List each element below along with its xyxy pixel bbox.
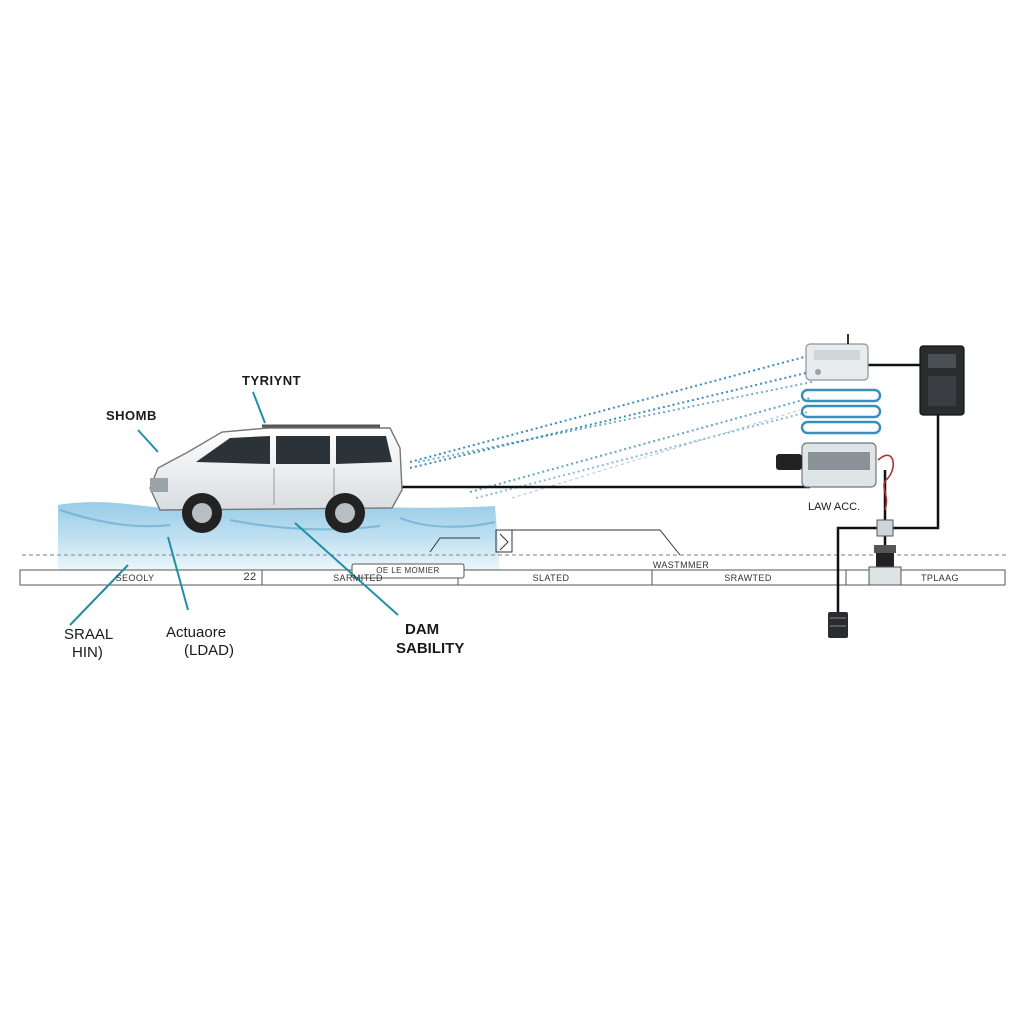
sensor-probe-icon — [828, 519, 902, 638]
dam-structure — [429, 529, 681, 556]
track-cell-3: SARMITED — [333, 573, 383, 583]
label-dam-line2: SABILITY — [396, 640, 465, 657]
track-cell-6: WASTMMER — [652, 560, 710, 570]
track-cell-4: OE LE MOMIER — [376, 566, 440, 575]
signal-dashed — [511, 409, 801, 499]
suv-icon — [149, 424, 403, 533]
label-sraal-line1: SRAAL — [64, 626, 114, 643]
label-shomb: SHOMB — [106, 408, 157, 423]
label-sraal-line2: HIN) — [72, 644, 103, 661]
control-module-icon — [805, 334, 869, 381]
power-box-icon — [919, 345, 965, 416]
leader-lines — [69, 391, 399, 626]
label-actuator-line1: Actuaore — [166, 624, 227, 641]
signal-waves — [409, 355, 813, 499]
track-cell-2: 22 — [243, 571, 257, 583]
signal-wire-red — [877, 454, 895, 511]
label-dam-line1: DAM — [405, 621, 440, 638]
water-splash — [58, 502, 500, 572]
coil-icon — [800, 388, 882, 435]
actuator-unit-icon — [776, 442, 877, 488]
label-actuator-line2: (LDAD) — [184, 642, 235, 659]
track-cell-7: SRAWTED — [724, 573, 772, 583]
track-cell-1: SEOOLY — [115, 573, 155, 583]
track-cell-5: SLATED — [532, 573, 570, 583]
label-law-acc: LAW ACC. — [808, 501, 861, 513]
track-bar — [19, 563, 1006, 586]
track-cell-8: TPLAAG — [921, 573, 959, 583]
label-tyrent: TYRIYNT — [242, 373, 302, 388]
